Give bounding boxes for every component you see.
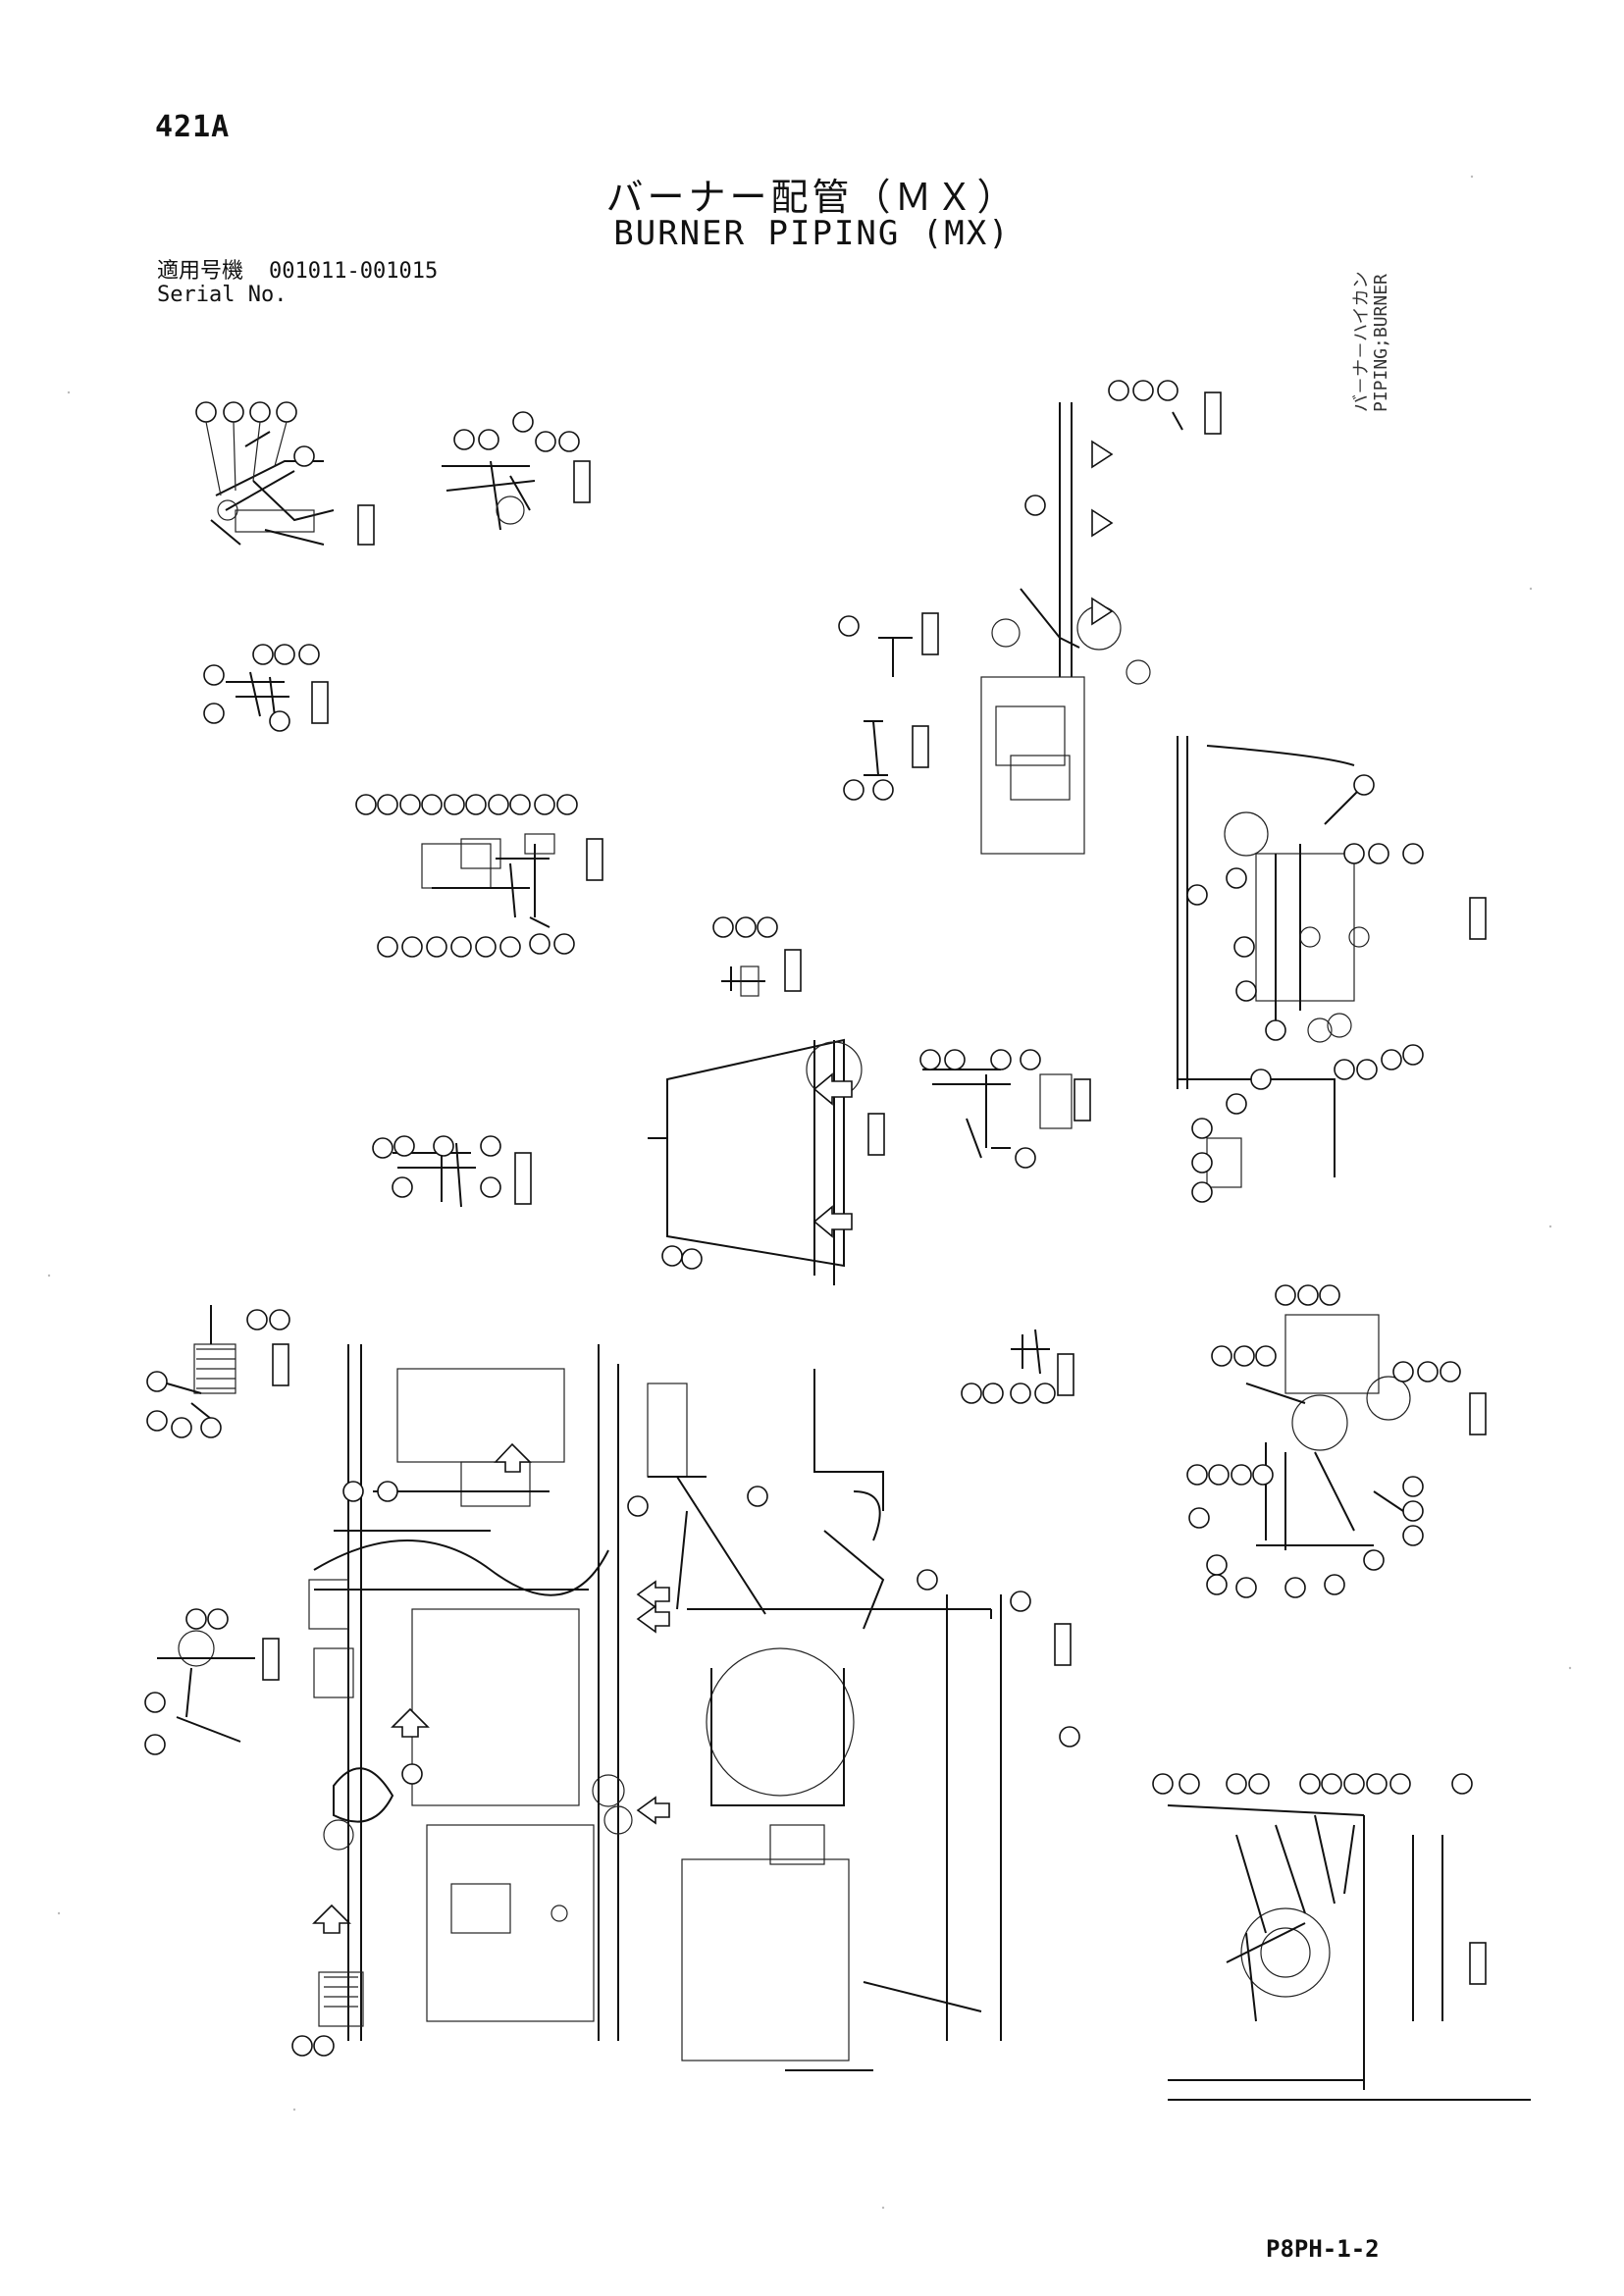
title-japanese: バーナー配管（ＭＸ） [605,176,1019,219]
detail-f-e-fittings [838,612,939,801]
detail-A-valve [961,1329,1074,1404]
burner-duct-assembly [980,380,1222,855]
detail-a-valve-assembly [195,401,375,546]
detail-g-valve-pair [372,1135,532,1208]
detail-I-gauge [144,1608,280,1755]
serial-range: 001011-001015 [269,259,439,284]
detail-C-fan-housing [1186,1284,1487,1598]
detail-b-fitting [442,411,591,531]
serial-label-en: Serial No. [157,283,288,307]
detail-c-solenoid [355,794,603,958]
scan-noise [47,175,1572,2210]
detail-h-tee [203,644,329,732]
serial-number-block: 適用号機 001011-001015 Serial No. [157,260,438,307]
main-machine-left-view [291,1344,649,2057]
serial-label-jp: 適用号機 [157,259,244,284]
detail-H-coil [146,1305,290,1438]
main-machine-plan-view [603,1369,1080,2071]
detail-B-nozzle [712,916,802,997]
detail-u-burner-unit [1177,736,1487,1203]
page-number: 421A [155,110,231,144]
detail-E-burner-mount [1152,1773,1531,2101]
page-code: P8PH-1-2 [1266,2235,1380,2263]
detail-d-filter [919,1049,1091,1169]
title-english: BURNER PIPING (MX) [613,214,1011,253]
detail-r-tank-section [648,1038,885,1285]
